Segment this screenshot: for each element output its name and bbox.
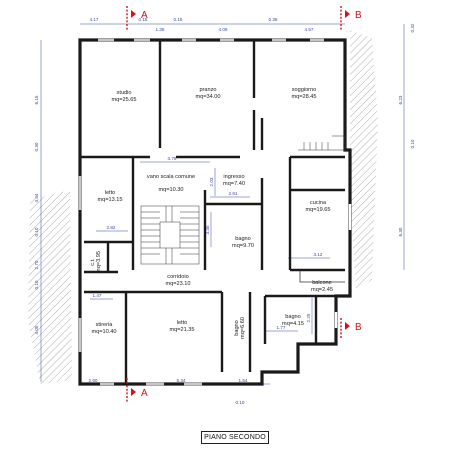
dimension-label: 2.82 bbox=[107, 225, 116, 230]
section-lines bbox=[126, 6, 342, 402]
room-area: mq=2.45 bbox=[311, 287, 333, 293]
room-area: mq=13.15 bbox=[97, 197, 122, 203]
room-area: mq=34.00 bbox=[195, 94, 220, 100]
dimension-label: 0.15 bbox=[139, 17, 148, 22]
drawing-title: PIANO SECONDO bbox=[201, 431, 269, 444]
section-arrows bbox=[131, 10, 350, 396]
interior-walls bbox=[80, 40, 345, 384]
room-labels: studio mq=25.65 pranzo mq=34.00 soggiorn… bbox=[90, 87, 333, 339]
dimension-label: 1.54 bbox=[239, 378, 248, 383]
room-name: letto bbox=[177, 320, 188, 326]
dimension-label: 6.15 bbox=[34, 95, 39, 104]
room-name: letto bbox=[105, 190, 116, 196]
room-name: bagno bbox=[234, 320, 240, 336]
section-mark-b-top: B bbox=[355, 10, 362, 21]
dimension-label: 0.35 bbox=[269, 17, 278, 22]
room-name: bagno bbox=[285, 314, 301, 320]
dimension-label: 0.10 bbox=[236, 400, 245, 405]
dimension-label: 6.23 bbox=[398, 95, 403, 104]
room-area: mq=4.15 bbox=[282, 321, 304, 327]
room-area: mq=25.65 bbox=[111, 97, 136, 103]
room-area: mq=19.65 bbox=[305, 207, 330, 213]
external-stair bbox=[298, 135, 346, 151]
dimension-label: 0.10 bbox=[34, 280, 39, 289]
room-area: mq=23.10 bbox=[165, 281, 190, 287]
dimension-label: 4.17 bbox=[90, 17, 99, 22]
section-mark-b-bottom: B bbox=[355, 322, 362, 333]
dimension-label: 2.60 bbox=[89, 378, 98, 383]
room-name: pranzo bbox=[199, 87, 216, 93]
room-name: studio bbox=[117, 90, 132, 96]
room-name: vano scala comune bbox=[147, 174, 195, 180]
dimension-label: 5.34 bbox=[177, 378, 186, 383]
dimension-label: 0.32 bbox=[410, 23, 415, 32]
dimension-label: 3.12 bbox=[314, 252, 323, 257]
room-area: mq=28.45 bbox=[291, 94, 316, 100]
room-name: cucina bbox=[310, 200, 327, 206]
dimension-label: 3.78 bbox=[168, 156, 177, 161]
window-sills bbox=[79, 39, 324, 385]
dimension-label: 2.70 bbox=[34, 260, 39, 269]
dimension-label: 2.81 bbox=[229, 191, 238, 196]
room-area: mq=6.60 bbox=[240, 317, 246, 339]
dimension-label: 0.30 bbox=[34, 142, 39, 151]
room-name: ingresso bbox=[223, 174, 244, 180]
room-area: mq=3.95 bbox=[96, 251, 102, 273]
dimension-label: 2.03 bbox=[209, 177, 214, 186]
room-name: bagno bbox=[235, 236, 251, 242]
room-area: mq=10.40 bbox=[91, 329, 116, 335]
dimension-label: 3.35 bbox=[205, 225, 210, 234]
balcony-rail bbox=[299, 270, 345, 283]
dimension-lines bbox=[40, 23, 405, 385]
dimension-label: 1.35 bbox=[156, 27, 165, 32]
room-name: balcone bbox=[312, 280, 332, 286]
dimension-label: 4.57 bbox=[305, 27, 314, 32]
dimension-label: 4.84 bbox=[34, 193, 39, 202]
room-area: mq=21.35 bbox=[169, 327, 194, 333]
terrain-hatching bbox=[28, 30, 378, 384]
room-name: corridoio bbox=[167, 274, 188, 280]
room-name: stireria bbox=[96, 322, 114, 328]
dimension-label: 4.05 bbox=[34, 325, 39, 334]
room-name: soggiorno bbox=[292, 87, 317, 93]
dimension-label: 0.15 bbox=[174, 17, 183, 22]
dimension-label: 1.77 bbox=[277, 325, 286, 330]
staircase bbox=[140, 205, 200, 265]
dimension-label: 2.25 bbox=[306, 313, 311, 322]
dimension-label: 1.47 bbox=[93, 293, 102, 298]
dimension-label: 4.09 bbox=[219, 27, 228, 32]
section-mark-a-bottom: A bbox=[141, 388, 148, 399]
dimension-label: 0.10 bbox=[410, 139, 415, 148]
dimension-label: 6.30 bbox=[398, 227, 403, 236]
room-area: mq=7.40 bbox=[223, 181, 245, 187]
room-area: mq=10.30 bbox=[158, 187, 183, 193]
room-name: c.t. bbox=[90, 258, 96, 266]
section-mark-a-top: A bbox=[141, 10, 148, 21]
room-area: mq=9.70 bbox=[232, 243, 254, 249]
dimension-labels: 4.17 0.15 1.35 0.15 4.09 0.35 4.57 6.15 … bbox=[34, 17, 415, 405]
dimension-label: 0.10 bbox=[34, 227, 39, 236]
